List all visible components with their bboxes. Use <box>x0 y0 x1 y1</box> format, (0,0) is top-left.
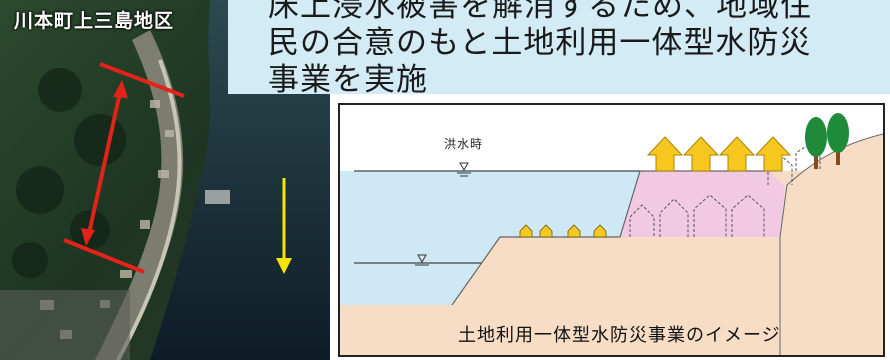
diagram-caption: 土地利用一体型水防災事業のイメージ <box>458 325 781 346</box>
lower-houses <box>519 224 607 238</box>
location-label: 川本町上三島地区 <box>14 10 175 32</box>
trees <box>805 113 849 169</box>
yellow-flow-arrow <box>276 178 292 274</box>
upper-houses <box>646 136 792 172</box>
cross-section-illustration <box>340 113 883 355</box>
normal-level-mark <box>415 254 429 266</box>
raised-embankment <box>620 171 785 237</box>
flood-time-label: 洪水時 <box>444 137 484 151</box>
callout-box <box>262 0 890 94</box>
red-boundary-line-bottom <box>63 238 145 274</box>
flood-level-mark <box>457 162 471 177</box>
callout-text: 床上浸水被害を解消するため、地域住 民の合意のもと土地利用一体型水防災 事業を実… <box>268 0 812 98</box>
flood-prevention-diagram: 洪水時 土地利用一体型水防災事業のイメージ <box>338 103 885 357</box>
callout-tab <box>228 0 268 94</box>
red-boundary-line-top <box>99 62 185 98</box>
red-double-arrow <box>81 80 128 246</box>
